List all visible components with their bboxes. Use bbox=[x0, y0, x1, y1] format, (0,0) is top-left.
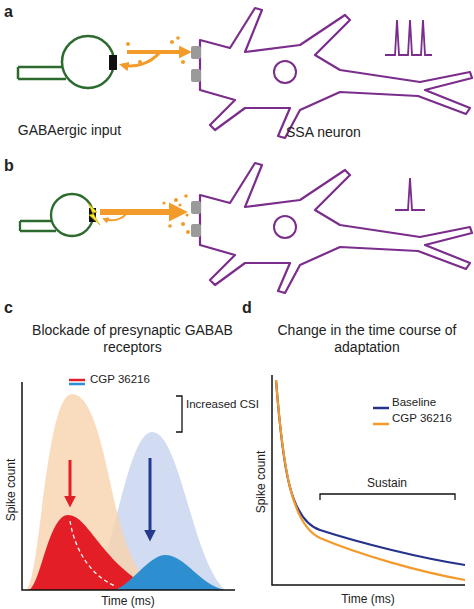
axis-label: Spike count bbox=[254, 451, 268, 514]
neuron-node: GABAergic input bbox=[12, 28, 127, 138]
bracket bbox=[320, 494, 455, 500]
legend-text: Baseline bbox=[392, 396, 436, 408]
ssa-neuron bbox=[191, 163, 472, 293]
ssa-neuron bbox=[200, 8, 472, 138]
response-areas bbox=[25, 394, 225, 590]
legend-line bbox=[69, 383, 85, 386]
legend-sample bbox=[372, 403, 390, 413]
neuron-node: SSA neuron bbox=[188, 8, 472, 140]
decrease-arrow bbox=[149, 458, 152, 538]
presynaptic-receptor bbox=[109, 55, 117, 70]
legend-text: CGP 36216 bbox=[392, 412, 452, 424]
node-label: GABAergic input bbox=[18, 122, 122, 138]
axis-label: Increased CSI bbox=[186, 398, 259, 412]
input-neuron bbox=[18, 36, 114, 88]
release-arrow bbox=[127, 50, 188, 54]
gaba-dots bbox=[162, 194, 190, 234]
axes bbox=[272, 375, 465, 585]
gaba-dots bbox=[126, 36, 185, 64]
spike-train bbox=[385, 20, 432, 55]
input-neuron bbox=[20, 194, 93, 236]
legend-line bbox=[69, 379, 85, 382]
axis-label: Sustain bbox=[367, 476, 407, 490]
blockade-bolt bbox=[88, 203, 100, 225]
axis-label: Time (ms) bbox=[101, 594, 155, 608]
panel-title: Change in the time course of adaptation bbox=[262, 322, 472, 356]
legend-line bbox=[373, 423, 389, 426]
panel-title: Blockade of presynaptic GABAB receptors bbox=[30, 322, 235, 356]
panel-letter: a bbox=[4, 2, 13, 21]
axis-label: Time (ms) bbox=[341, 592, 395, 606]
decrease-arrow bbox=[69, 460, 72, 504]
postsynaptic-receptor bbox=[191, 46, 201, 82]
panel-letter: c bbox=[4, 298, 13, 317]
legend-sample bbox=[372, 419, 390, 429]
drug-curve bbox=[276, 380, 465, 580]
single-spike bbox=[395, 178, 425, 210]
release-arrow bbox=[100, 209, 182, 215]
axes bbox=[22, 382, 235, 590]
bracket bbox=[176, 396, 182, 432]
legend-sample bbox=[68, 377, 86, 387]
axis-label: Spike count bbox=[4, 459, 18, 522]
baseline-curve bbox=[276, 380, 465, 565]
legend-line bbox=[373, 407, 389, 410]
panel-letter: b bbox=[4, 156, 14, 175]
legend-text: CGP 36216 bbox=[90, 373, 150, 385]
feedback-arrow bbox=[122, 52, 160, 66]
node-label: SSA neuron bbox=[286, 124, 361, 140]
panel-letter: d bbox=[242, 298, 252, 317]
feedback-arrow bbox=[104, 212, 128, 220]
